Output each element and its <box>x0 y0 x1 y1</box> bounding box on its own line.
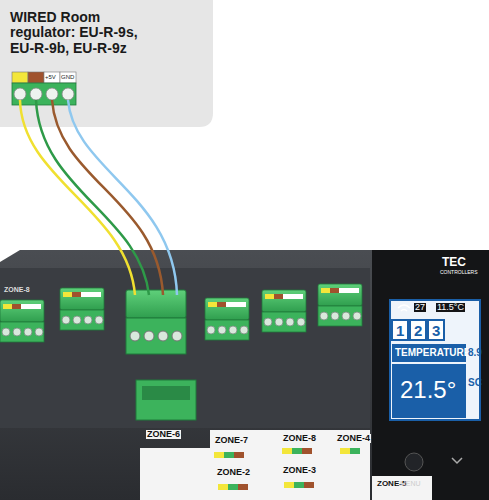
zone-label: ZONE-7 <box>214 436 249 445</box>
terminal-bay <box>0 268 370 428</box>
pin-label: GND <box>61 74 74 80</box>
outdoor-temp: 27 <box>414 303 426 312</box>
temperature-value: 21.5° <box>400 378 456 402</box>
zone-label: ZONE-4 <box>336 434 371 443</box>
screen-value: SC <box>468 378 482 388</box>
zone-label: ZONE-6 <box>146 430 181 439</box>
empty-socket <box>136 380 196 420</box>
wires <box>20 100 177 295</box>
zone-label: ZONE-8 <box>282 434 317 443</box>
zone-label: ZONE-8 <box>4 286 30 293</box>
zone-tile: 3 <box>432 323 440 338</box>
brand-logo: CONTROLLERS <box>440 270 478 275</box>
terminal-strip <box>12 72 76 105</box>
brand-logo: TEC <box>442 256 466 268</box>
regulator-title: WIRED Room regulator: EU-R-9s, EU-R-9b, … <box>10 10 160 56</box>
button-label: MENU <box>400 480 421 487</box>
zone-tile: 1 <box>396 323 404 338</box>
zone-label: ZONE-2 <box>216 468 251 477</box>
lcd-screen <box>390 300 480 420</box>
label-strip <box>140 448 370 500</box>
regulator-panel <box>0 0 213 127</box>
regulator-box: WIRED Room regulator: EU-R-9s, EU-R-9b, … <box>0 0 213 127</box>
screen-value: 8.9 <box>468 348 482 358</box>
label-colour-bars <box>214 448 360 490</box>
outdoor-temp: 11.5°C <box>436 303 465 312</box>
plug-connector <box>126 290 186 354</box>
pin-label: +5V <box>45 74 56 80</box>
display-housing <box>372 250 489 500</box>
controller-housing <box>0 250 489 500</box>
zone-label: ZONE-3 <box>282 466 317 475</box>
screen-heading: TEMPERATURE <box>395 348 470 358</box>
zone-tile: 2 <box>414 323 422 338</box>
